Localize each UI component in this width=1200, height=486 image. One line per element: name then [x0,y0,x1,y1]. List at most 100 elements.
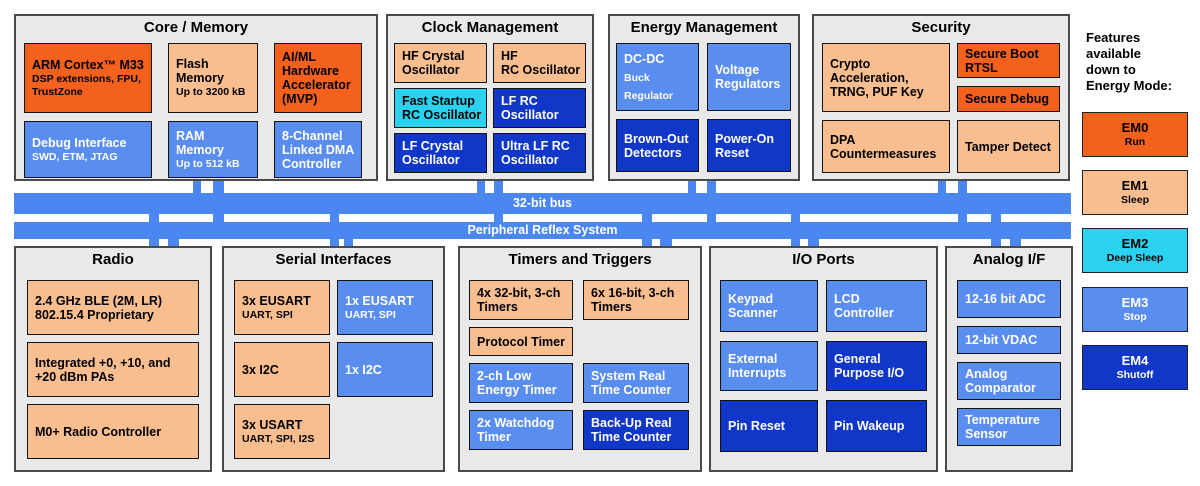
block-brown-out-detectors: Brown-Out Detectors [616,119,699,172]
section-title: I/O Ports [792,251,855,268]
bus-label: Peripheral Reflex System [467,223,618,237]
block-dc-dc: DC-DC Buck Regulator [616,43,699,111]
block-label: 2x Watchdog Timer [477,416,555,444]
legend-mode-desc: Sleep [1120,194,1149,206]
bus-connector [1010,235,1021,248]
block-sublabel: UART, SPI, I2S [242,432,315,445]
block-label: 3x I2C [242,362,279,377]
block-label: HF Crystal Oscillator [402,49,465,77]
block-2-ch-low-energy-timer: 2-ch Low Energy Timer [469,363,573,403]
block-sublabel: UART, SPI [345,308,396,321]
block-label: External Interrupts [728,352,787,380]
block-1x-i2c: 1x I2C [337,342,433,397]
legend-mode-name: EM4 [1121,353,1149,369]
block-label: LCD Controller [834,292,894,320]
bus-peripheral-reflex-system: Peripheral Reflex System [14,222,1071,239]
block-crypto-acceleration-trng-puf-key: Crypto Acceleration, TRNG, PUF Key [822,43,950,112]
bus-connector [688,179,696,194]
block-2-4-ghz-ble-2m-lr-802-15-4-proprietary: 2.4 GHz BLE (2M, LR) 802.15.4 Proprietar… [27,280,199,335]
block-3x-i2c: 3x I2C [234,342,330,397]
block-8-channel-linked-dma-controller: 8-Channel Linked DMA Controller [274,121,362,178]
block-dpa-countermeasures: DPA Countermeasures [822,120,950,173]
block-label: 6x 16-bit, 3-ch Timers [591,286,675,314]
bus-connector [938,179,946,194]
block-keypad-scanner: Keypad Scanner [720,280,818,332]
block-sublabel: DSP extensions, FPU, TrustZone [32,73,141,98]
block-label: 3x EUSART [242,293,311,308]
section-title: Clock Management [421,19,559,36]
bus-connector [193,179,201,194]
block-pin-reset: Pin Reset [720,400,818,452]
bus-connector [808,235,819,248]
block-ultra-lf-rc-oscillator: Ultra LF RC Oscillator [493,133,586,173]
block-pin-wakeup: Pin Wakeup [826,400,927,452]
block-protocol-timer: Protocol Timer [469,327,573,356]
block-sublabel: SWD, ETM, JTAG [32,150,118,163]
legend-mode-name: EM2 [1121,236,1149,252]
block-fast-startup-rc-oscillator: Fast Startup RC Oscillator [394,88,487,128]
legend-mode-desc: Run [1124,136,1146,148]
block-label: Analog Comparator [965,367,1036,395]
block-general-purpose-i-o: General Purpose I/O [826,341,927,391]
section-title: Core / Memory [143,19,249,36]
block-sublabel: Up to 512 kB [176,157,240,170]
block-label: Debug Interface [32,135,127,150]
block-label: Protocol Timer [477,334,565,349]
block-lf-rc-oscillator: LF RC Oscillator [493,88,586,128]
section-title: Energy Management [630,19,778,36]
block-label: DPA Countermeasures [830,132,937,161]
block-sublabel: Buck Regulator [624,72,674,102]
block-secure-boot-rtsl: Secure Boot RTSL [957,43,1060,78]
block-label: 2.4 GHz BLE (2M, LR) 802.15.4 Proprietar… [35,293,163,322]
block-label: Keypad Scanner [728,292,778,320]
section-radio: Radio 2.4 GHz BLE (2M, LR) 802.15.4 Prop… [14,246,212,472]
block-label: Tamper Detect [965,139,1051,154]
block-m0-radio-controller: M0+ Radio Controller [27,404,199,459]
block-label: DC-DC [624,52,665,66]
legend-mode-name: EM3 [1121,295,1149,311]
block-label: 2-ch Low Energy Timer [477,369,557,397]
block-integrated-0-10-and-20-dbm-pas: Integrated +0, +10, and +20 dBm PAs [27,342,199,397]
bus-label: 32-bit bus [512,196,573,210]
block-label: Secure Debug [965,92,1050,106]
block-label: Pin Wakeup [834,419,905,433]
block-back-up-real-time-counter: Back-Up Real Time Counter [583,410,689,450]
block-label: Pin Reset [728,419,785,433]
block-label: 3x USART [242,417,303,432]
block-label: 12-16 bit ADC [965,292,1046,306]
block-label: AI/ML Hardware Accelerator (MVP) [282,50,351,106]
block-label: RAM Memory [176,128,224,157]
section-title: Analog I/F [972,251,1046,268]
block-external-interrupts: External Interrupts [720,341,818,391]
block-lf-crystal-oscillator: LF Crystal Oscillator [394,133,487,173]
block-label: Fast Startup RC Oscillator [402,94,482,122]
legend-mode-desc: Deep Sleep [1106,252,1164,264]
section-clock-management: Clock Management HF Crystal Oscillator HF… [386,14,594,181]
block-system-real-time-counter: System Real Time Counter [583,363,689,403]
section-title: Timers and Triggers [508,251,652,268]
block-label: LF RC Oscillator [501,94,559,122]
block-label: Crypto Acceleration, TRNG, PUF Key [830,56,924,99]
block-label: HF RC Oscillator [501,49,581,77]
block-ai-ml-hardware-accelerator-mvp: AI/ML Hardware Accelerator (MVP) [274,43,362,113]
block-label: 1x I2C [345,362,382,377]
block-2x-watchdog-timer: 2x Watchdog Timer [469,410,573,450]
legend-title: Features available down to Energy Mode: [1086,30,1172,93]
